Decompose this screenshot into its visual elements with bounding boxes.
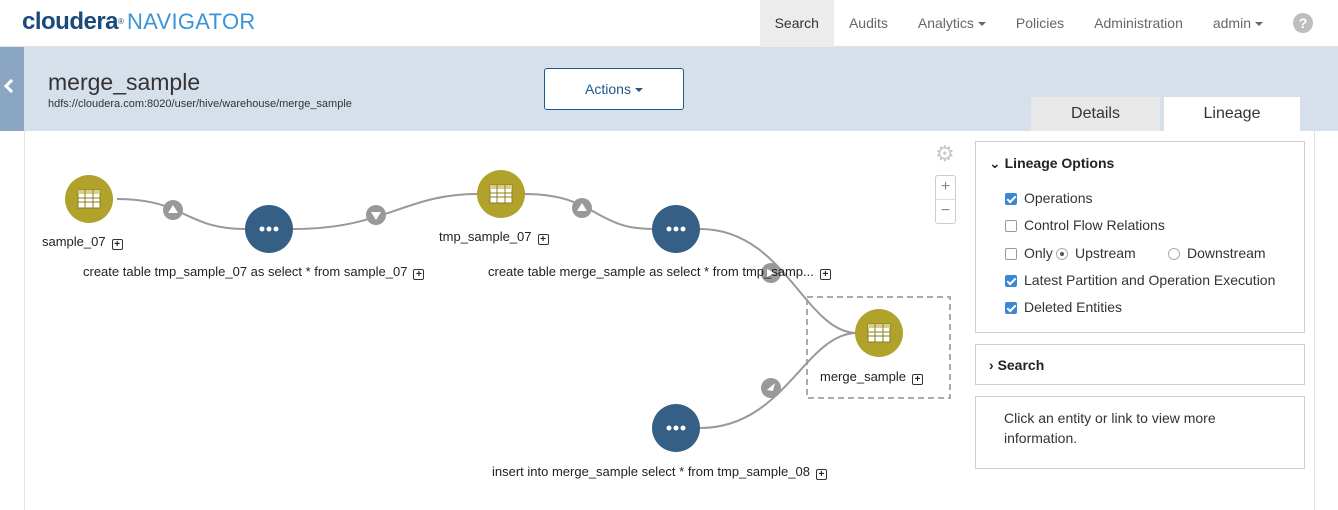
ellipsis-icon <box>259 226 279 232</box>
zoom-in-button[interactable]: + <box>936 176 955 200</box>
table-node-sample-07[interactable] <box>65 175 113 223</box>
expand-icon[interactable]: + <box>815 469 827 480</box>
table-node-merge-sample[interactable] <box>855 309 903 357</box>
edge-tmp-op2[interactable] <box>524 193 653 230</box>
arrow-up-icon <box>572 198 592 218</box>
lineage-edges <box>116 193 858 429</box>
expand-icon[interactable]: + <box>413 269 425 280</box>
top-navbar: cloudera®NAVIGATOR Search Audits Analyti… <box>0 0 1338 47</box>
lineage-options-toggle[interactable]: ⌄ Lineage Options <box>989 155 1115 171</box>
nav-policies[interactable]: Policies <box>1015 15 1065 31</box>
arrow-down-icon <box>366 205 386 225</box>
info-panel: Click an entity or link to view more inf… <box>975 396 1305 469</box>
edge-sample07-op1[interactable] <box>116 198 246 230</box>
node-label-op-create-tmp[interactable]: create table tmp_sample_07 as select * f… <box>83 264 425 280</box>
control-flow-checkbox[interactable] <box>1005 220 1017 232</box>
actions-button[interactable]: Actions <box>544 68 684 110</box>
selected-entity-box <box>806 296 951 399</box>
table-icon <box>867 323 891 343</box>
help-icon[interactable]: ? <box>1293 13 1313 33</box>
chevron-down-icon <box>1255 22 1263 27</box>
nav-analytics[interactable]: Analytics <box>903 0 1001 47</box>
lineage-options-panel: ⌄ Lineage Options Operations Control Flo… <box>975 141 1305 333</box>
main-nav: Search Audits Analytics Policies Adminis… <box>759 0 1338 47</box>
ellipsis-icon <box>666 226 686 232</box>
upstream-label: Upstream <box>1075 245 1136 261</box>
nav-user-menu[interactable]: admin <box>1198 0 1278 47</box>
expand-icon[interactable]: + <box>912 374 923 385</box>
operation-node-create-tmp[interactable] <box>245 205 293 253</box>
arrow-icon <box>761 378 781 398</box>
cloudera-navigator-logo[interactable]: cloudera®NAVIGATOR <box>22 8 256 35</box>
table-node-tmp-sample-07[interactable] <box>477 170 525 218</box>
node-label-sample-07[interactable]: sample_07+ <box>42 234 123 250</box>
downstream-radio[interactable] <box>1168 248 1180 260</box>
chevron-down-icon <box>977 22 986 27</box>
node-label-tmp-sample-07[interactable]: tmp_sample_07+ <box>439 229 549 245</box>
edge-op3-merge[interactable] <box>699 332 858 429</box>
tab-lineage[interactable]: Lineage <box>1164 97 1300 131</box>
nav-audits[interactable]: Audits <box>848 15 888 31</box>
node-label-op-insert-merge[interactable]: insert into merge_sample select * from t… <box>492 464 827 480</box>
expand-icon[interactable]: + <box>111 239 123 250</box>
logo-brand-text: cloudera <box>22 8 119 35</box>
expand-icon[interactable]: + <box>819 269 831 280</box>
operation-node-insert-merge[interactable] <box>652 404 700 452</box>
entity-header: merge_sample hdfs://cloudera.com:8020/us… <box>0 47 1338 131</box>
entity-title: merge_sample <box>48 69 201 95</box>
expand-icon[interactable]: + <box>537 234 549 245</box>
node-label-merge-sample[interactable]: merge_sample+ <box>820 369 923 385</box>
node-label-op-create-merge[interactable]: create table merge_sample as select * fr… <box>488 264 831 280</box>
latest-partition-checkbox[interactable] <box>1005 275 1017 287</box>
tab-details[interactable]: Details <box>1031 97 1160 131</box>
operations-label: Operations <box>1024 190 1093 206</box>
info-text: Click an entity or link to view more inf… <box>1004 410 1216 446</box>
nav-administration[interactable]: Administration <box>1094 15 1183 31</box>
arrow-icon <box>761 263 781 283</box>
zoom-control: + − <box>935 175 956 224</box>
chevron-left-icon <box>3 78 19 94</box>
edge-op1-tmp[interactable] <box>292 193 478 230</box>
downstream-label: Downstream <box>1187 245 1266 261</box>
chevron-down-icon <box>634 88 643 93</box>
edge-arrows <box>163 198 781 398</box>
collapse-sidebar-button[interactable] <box>0 47 24 131</box>
upstream-radio[interactable] <box>1056 248 1068 260</box>
table-icon <box>77 189 101 209</box>
latest-partition-label: Latest Partition and Operation Execution <box>1024 272 1276 288</box>
chevron-right-icon: › <box>989 357 994 373</box>
nav-search[interactable]: Search <box>759 0 834 47</box>
lineage-canvas[interactable]: sample_07+ tmp_sample_07+ merge_sample+ … <box>25 131 965 510</box>
lineage-graph <box>65 170 951 452</box>
only-label: Only <box>1024 245 1053 261</box>
table-icon <box>489 184 513 204</box>
entity-path: hdfs://cloudera.com:8020/user/hive/wareh… <box>48 98 352 110</box>
search-panel-toggle[interactable]: › Search <box>989 357 1045 373</box>
gear-icon[interactable]: ⚙ <box>935 141 955 166</box>
ellipsis-icon <box>666 425 686 431</box>
deleted-entities-checkbox[interactable] <box>1005 302 1017 314</box>
chevron-down-icon: ⌄ <box>989 155 1001 171</box>
control-flow-label: Control Flow Relations <box>1024 217 1165 233</box>
logo-product-text: NAVIGATOR <box>126 9 256 34</box>
zoom-out-button[interactable]: − <box>940 202 951 219</box>
operation-node-create-merge[interactable] <box>652 205 700 253</box>
only-checkbox[interactable] <box>1005 248 1017 260</box>
arrow-up-icon <box>163 200 183 220</box>
deleted-entities-label: Deleted Entities <box>1024 299 1123 315</box>
edge-op2-merge[interactable] <box>699 228 858 334</box>
operations-checkbox[interactable] <box>1005 193 1017 205</box>
search-panel: › Search <box>975 344 1305 385</box>
